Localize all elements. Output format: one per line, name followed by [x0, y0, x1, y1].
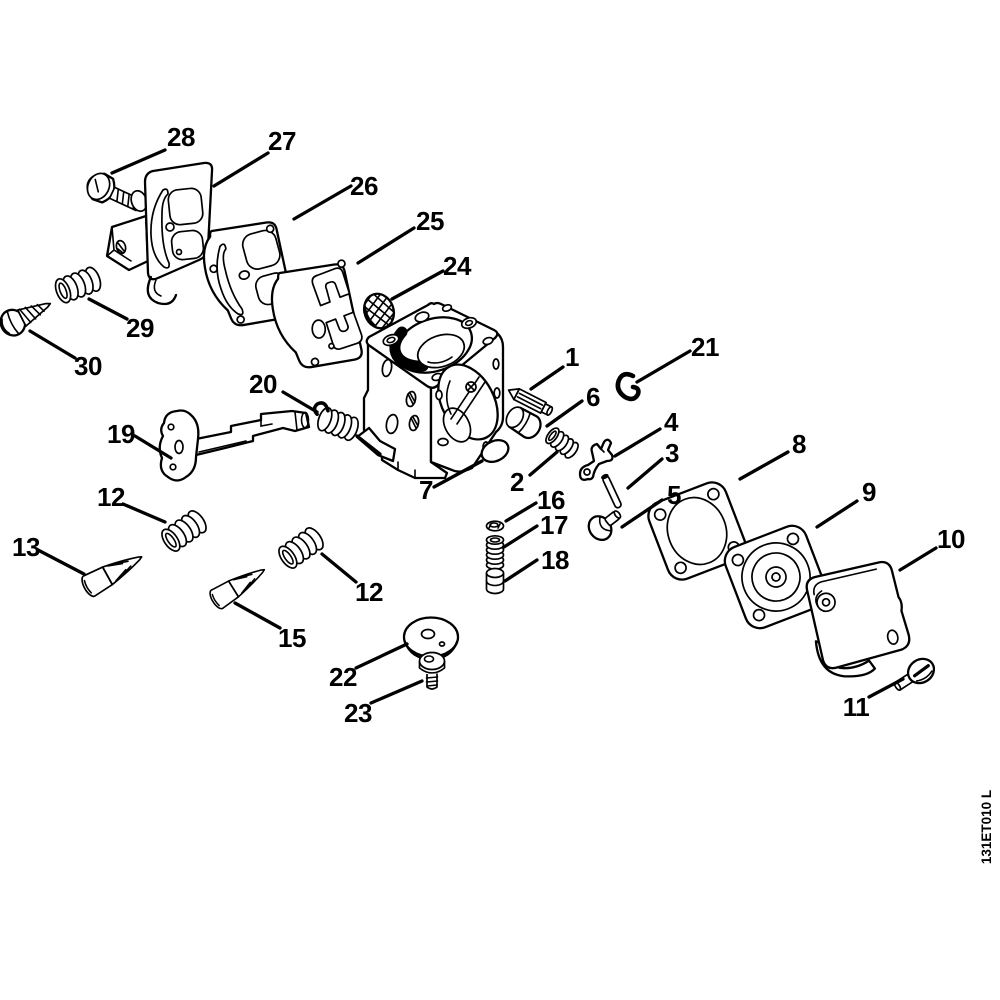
- leader-27: [212, 151, 270, 188]
- callout-24: 24: [443, 251, 472, 281]
- leader-20: [281, 390, 319, 414]
- leader-5: [620, 498, 664, 529]
- valve-piston-18: [485, 567, 505, 595]
- drawing-code: 131ET010 L: [979, 790, 994, 864]
- welch-plug-7: [480, 439, 510, 463]
- callout-19: 19: [107, 419, 135, 449]
- callout-27: 27: [268, 126, 296, 156]
- callout-9: 9: [862, 477, 876, 507]
- inlet-screen-24: [360, 290, 399, 332]
- leader-21: [635, 349, 692, 384]
- callout-4: 4: [664, 407, 679, 437]
- leader-20b: [355, 434, 382, 456]
- callout-12-left: 12: [97, 482, 125, 512]
- leader-7: [432, 459, 484, 489]
- leader-4: [613, 427, 662, 458]
- callout-2: 2: [510, 467, 524, 497]
- callout-1: 1: [565, 342, 579, 372]
- leader-13: [36, 548, 86, 576]
- callout-15: 15: [278, 623, 306, 653]
- leader-28: [110, 148, 167, 175]
- pump-cover-screw-28: [86, 172, 142, 212]
- leader-12-right: [320, 552, 358, 584]
- callout-3: 3: [665, 438, 679, 468]
- valve-spring-17: [485, 534, 505, 571]
- pump-gasket-25: [270, 259, 363, 369]
- callout-7: 7: [419, 475, 433, 505]
- end-cover-10: [805, 560, 911, 678]
- metering-lever-4: [578, 438, 614, 481]
- disc-screw-23: [418, 651, 446, 690]
- leader-18: [503, 558, 539, 583]
- spring-2: [545, 427, 579, 459]
- metering-diaphragm-9: [723, 524, 829, 630]
- leader-6: [545, 399, 584, 428]
- throttle-return-spring-20: [312, 401, 359, 442]
- leader-8: [738, 450, 790, 481]
- leader-1: [529, 365, 565, 391]
- leader-2: [528, 450, 559, 477]
- leader-29: [87, 297, 129, 321]
- inlet-valve-5: [587, 510, 622, 542]
- callout-6: 6: [586, 382, 600, 412]
- leader-24: [390, 269, 445, 301]
- leader-30: [28, 329, 77, 360]
- lever-pin-3: [601, 473, 622, 509]
- callout-17: 17: [540, 510, 568, 540]
- callout-12-right: 12: [355, 577, 383, 607]
- leader-10: [898, 546, 938, 572]
- tapping-screw-30: [0, 302, 52, 337]
- leader-17: [502, 524, 539, 549]
- leader-11: [867, 677, 905, 699]
- leader-25: [356, 226, 416, 265]
- callout-29: 29: [126, 313, 154, 343]
- callout-20: 20: [249, 369, 277, 399]
- spring-clip-21: [615, 371, 641, 402]
- callout-10: 10: [937, 524, 965, 554]
- callout-8: 8: [792, 429, 806, 459]
- callout-28: 28: [167, 122, 195, 152]
- callout-25: 25: [416, 206, 444, 236]
- callout-11: 11: [843, 692, 870, 722]
- inlet-needle-1: [507, 387, 554, 416]
- callout-18: 18: [541, 545, 569, 575]
- leader-23: [369, 679, 424, 705]
- leader-15: [233, 601, 282, 630]
- callout-22: 22: [329, 662, 357, 692]
- throttle-shaft-19: [158, 409, 311, 482]
- leader-19: [133, 434, 173, 460]
- leader-16: [504, 501, 538, 523]
- callout-16: 16: [537, 485, 565, 515]
- callout-21: 21: [691, 332, 719, 362]
- leader-12-left: [121, 502, 167, 524]
- carburetor-body: [355, 301, 505, 480]
- callout-23: 23: [344, 698, 372, 728]
- callout-30: 30: [74, 351, 102, 381]
- nozzle-6: [505, 406, 542, 440]
- leader-22: [354, 642, 409, 670]
- metering-gasket-8: [647, 481, 747, 581]
- leader-26: [292, 184, 353, 221]
- callout-5: 5: [667, 480, 681, 510]
- callout-13: 13: [12, 532, 40, 562]
- valve-washer-16: [485, 520, 505, 532]
- callout-26: 26: [350, 171, 378, 201]
- pump-cover-27: [105, 161, 214, 306]
- leader-3: [626, 457, 664, 490]
- leader-9: [815, 499, 859, 529]
